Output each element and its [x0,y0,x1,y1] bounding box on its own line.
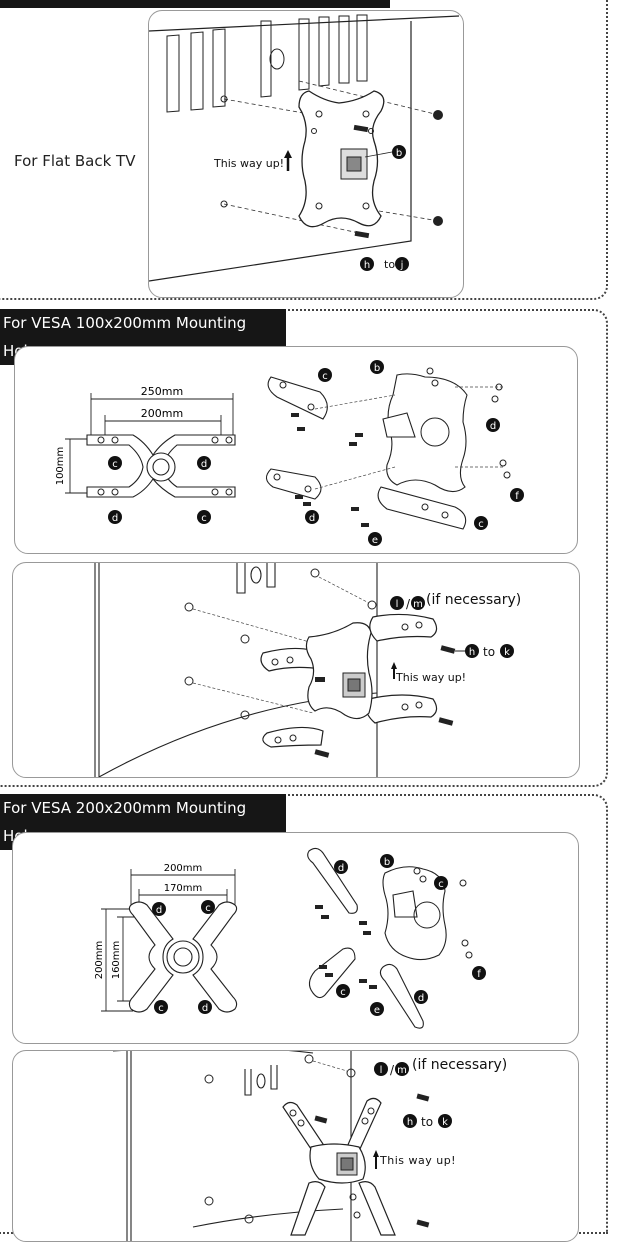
vesa-200x200-parts-illustration: 200mm 170mm 200mm 160mm d c c d [94,847,486,1029]
vesa-100x200-parts-panel: 250mm 200mm 100mm c d d c [14,346,578,554]
flat-back-section [0,0,608,300]
callout-c-front-1: c [112,459,118,470]
flat-back-label: For Flat Back TV [14,152,136,170]
callout-b-flat: b [396,148,402,159]
vesa-200x200-mount-illustration: l / m h to k [113,1051,452,1241]
callout-d-front-200-1: d [156,905,162,916]
callout-b-exploded-200: b [384,857,390,868]
screw-to-200x200: k [442,1117,448,1128]
callout-c-front-200-1: c [205,903,211,914]
spacer-to-100x200: m [413,599,423,610]
callout-d-front-200-2: d [202,1003,208,1014]
callout-c-exploded-200-2: c [340,987,346,998]
svg-text:/: / [390,1063,395,1077]
callout-d-exploded-2: d [309,513,315,524]
svg-text:/: / [406,597,411,611]
range-word-flat: to [384,258,395,271]
this-way-up-100x200: This way up! [396,671,467,684]
screw-to-100x200: k [504,647,510,658]
dim-vert-outer-200x200: 200mm [94,941,105,980]
vesa-100x200-mount-panel: l / m h to k [12,562,580,778]
screw-from-200x200: h [407,1117,413,1128]
range-word-100x200: to [483,645,495,659]
callout-e-exploded: e [372,535,378,546]
if-necessary-200x200: (if necessary) [412,1057,508,1073]
range-from-flat: h [364,260,370,271]
dim-outer-100x200: 250mm [141,385,183,398]
vesa-200x200-mount-panel: l / m h to k [12,1050,579,1242]
this-way-up-200x200: This way up! [380,1154,457,1167]
callout-c-exploded-1: c [322,371,328,382]
callout-d-front-1: d [201,459,207,470]
range-to-flat: j [400,260,404,271]
dim-outer-200x200: 200mm [164,863,203,874]
callout-f-exploded-200: f [477,969,481,980]
spacer-from-100x200: l [396,599,399,610]
callout-c-front-2: c [201,513,207,524]
vesa-200x200-parts-panel: 200mm 170mm 200mm 160mm d c c d [12,832,579,1044]
dim-vert-inner-200x200: 160mm [111,941,122,980]
spacer-from-200x200: l [380,1065,383,1076]
this-way-up-flat: This way up! [214,157,285,170]
callout-d-front-2: d [112,513,118,524]
vesa-100x200-section [0,309,608,787]
callout-d-exploded-200-1: d [338,863,344,874]
screw-from-100x200: h [469,647,475,658]
if-necessary-100x200: (if necessary) [426,592,522,608]
callout-c-front-200-2: c [158,1003,164,1014]
callout-f-exploded: f [515,491,519,502]
callout-e-exploded-200: e [374,1005,380,1016]
callout-c-exploded-200-1: c [438,879,444,890]
callout-c-exploded-2: c [478,519,484,530]
callout-b-exploded: b [374,363,380,374]
callout-d-exploded-200-2: d [418,993,424,1004]
vesa-100x200-parts-illustration: 250mm 200mm 100mm c d d c [55,360,524,546]
callout-d-exploded-1: d [490,421,496,432]
top-header-bar [0,0,390,8]
vesa-100x200-mount-illustration: l / m h to k [94,563,514,777]
range-word-200x200: to [421,1115,433,1129]
dim-vertical-100x200: 100mm [55,447,66,486]
dim-inner-100x200: 200mm [141,407,183,420]
spacer-to-200x200: m [397,1065,407,1076]
flat-back-illustration: b h to j [149,14,460,282]
flat-back-diagram: b h to j [148,10,464,298]
dim-inner-200x200: 170mm [164,883,203,894]
